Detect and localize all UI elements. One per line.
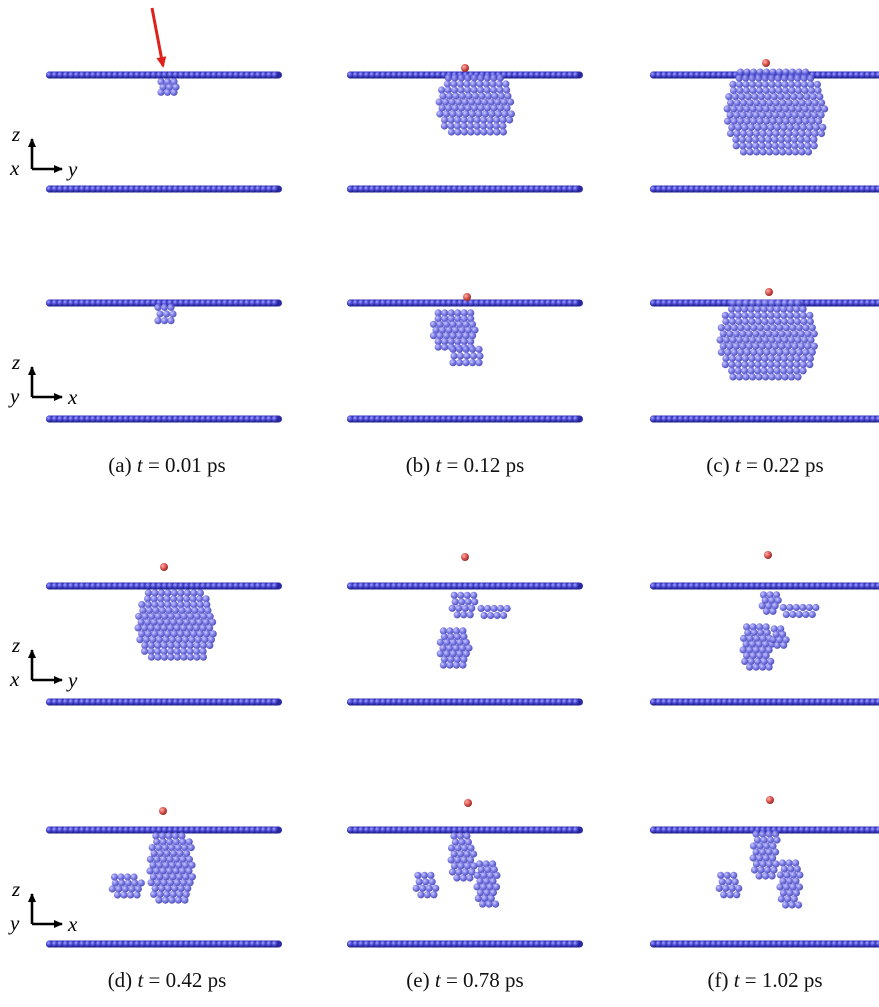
axis-label-origin: y [8, 384, 20, 408]
caption-label: (f) [707, 968, 729, 992]
axis-label-origin: x [9, 667, 20, 691]
graphene-planes [45, 71, 879, 948]
impurity-atoms [159, 59, 774, 815]
caption-variable: t [136, 453, 143, 477]
caption-a: (a) t = 0.01 ps [47, 453, 287, 478]
caption-value: = 0.78 ps [445, 968, 524, 992]
axis-label-origin: y [8, 911, 20, 935]
graphene-plane [346, 940, 583, 948]
graphene-plane [45, 71, 282, 79]
graphene-plane [45, 582, 282, 590]
axis-label-up: z [11, 877, 20, 901]
graphene-plane [45, 415, 282, 423]
caption-label: (c) [706, 453, 730, 477]
caption-value: = 1.02 ps [744, 968, 823, 992]
axis-label-right: y [66, 157, 78, 181]
atom-cluster [435, 74, 515, 136]
caption-value: = 0.01 ps [147, 453, 226, 477]
graphene-plane [649, 415, 879, 423]
impurity-atom [464, 799, 472, 807]
impurity-atom [765, 288, 773, 296]
impurity-atom [764, 551, 772, 559]
graphene-plane [649, 826, 879, 834]
atom-cluster [154, 303, 177, 325]
axis-indicator: zx y [9, 633, 78, 692]
caption-d: (d) t = 0.42 ps [47, 968, 287, 993]
atom-cluster [436, 591, 511, 669]
graphene-plane [45, 299, 282, 307]
caption-f: (f) t = 1.02 ps [645, 968, 879, 993]
impurity-atom [766, 796, 774, 804]
atom-cluster [157, 78, 180, 96]
atom-cluster [429, 309, 484, 367]
axis-label-up: z [11, 633, 20, 657]
caption-variable: t [733, 968, 740, 992]
caption-variable: t [137, 968, 144, 992]
caption-variable: t [435, 453, 442, 477]
impurity-atom [160, 563, 168, 571]
graphene-plane [649, 698, 879, 706]
impurity-atom [159, 807, 167, 815]
impurity-atom [463, 293, 471, 301]
caption-label: (d) [107, 968, 133, 992]
axis-label-right: x [67, 385, 78, 409]
axis-label-origin: x [9, 156, 20, 180]
axis-label-up: z [11, 122, 20, 146]
incident-arrow [150, 7, 167, 68]
axis-indicator: zy x [8, 350, 78, 409]
graphene-plane [649, 582, 879, 590]
caption-variable: t [434, 968, 441, 992]
axis-label-up: z [11, 350, 20, 374]
graphene-plane [346, 826, 583, 834]
caption-label: (b) [405, 453, 431, 477]
atom-cluster [716, 299, 818, 381]
graphene-plane [45, 185, 282, 193]
graphene-plane [346, 415, 583, 423]
graphene-plane [45, 940, 282, 948]
atom-cluster [412, 832, 501, 908]
graphene-plane [346, 698, 583, 706]
graphene-plane [45, 698, 282, 706]
caption-label: (a) [108, 453, 132, 477]
caption-e: (e) t = 0.78 ps [345, 968, 585, 993]
graphene-plane [346, 299, 583, 307]
caption-variable: t [734, 453, 741, 477]
atom-cluster [739, 591, 820, 671]
axis-label-right: y [66, 668, 78, 692]
atom-cluster [723, 68, 829, 156]
impurity-atom [762, 59, 770, 67]
atom-clusters [108, 68, 829, 909]
graphene-plane [649, 940, 879, 948]
graphene-plane [649, 185, 879, 193]
caption-value: = 0.12 ps [446, 453, 525, 477]
atom-cluster [108, 832, 196, 904]
axis-indicator: zy x [8, 877, 78, 936]
impurity-atom [461, 64, 469, 72]
graphene-plane [346, 185, 583, 193]
caption-label: (e) [406, 968, 430, 992]
caption-value: = 0.42 ps [148, 968, 227, 992]
axis-label-right: x [67, 912, 78, 936]
graphene-plane [45, 826, 282, 834]
impurity-atom [461, 553, 469, 561]
axis-indicator: zx y [9, 122, 78, 181]
atom-cluster [715, 830, 804, 909]
caption-b: (b) t = 0.12 ps [345, 453, 585, 478]
caption-value: = 0.22 ps [745, 453, 824, 477]
caption-c: (c) t = 0.22 ps [645, 453, 879, 478]
atom-cluster [134, 589, 217, 661]
graphene-plane [346, 582, 583, 590]
